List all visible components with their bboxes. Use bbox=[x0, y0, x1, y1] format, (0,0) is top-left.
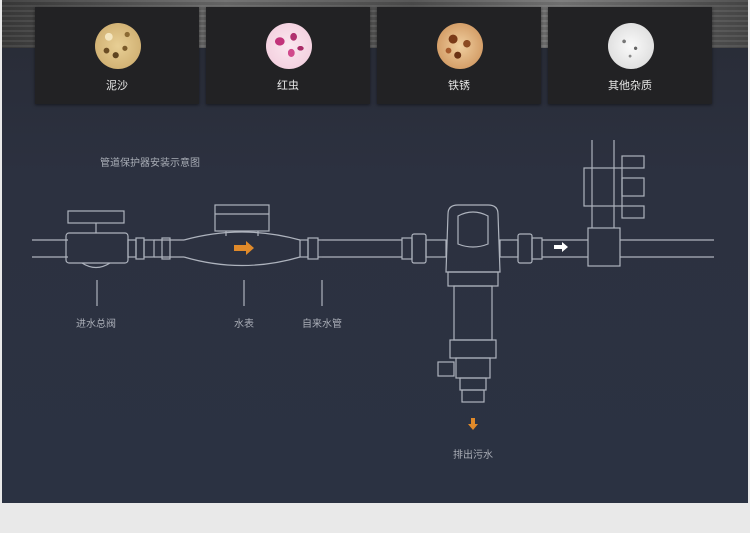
sand-sample-icon bbox=[95, 23, 141, 69]
label-water-meter: 水表 bbox=[234, 319, 254, 330]
pipe-protector-filter-icon bbox=[401, 204, 543, 403]
pipe-install-diagram bbox=[32, 140, 714, 430]
impurity-label-rust: 铁锈 bbox=[448, 79, 470, 92]
red-worm-sample-icon bbox=[266, 23, 312, 69]
impurity-label-red-worm: 红虫 bbox=[277, 79, 299, 92]
impurity-card-rust: 铁锈 bbox=[377, 7, 541, 104]
rust-sample-icon bbox=[437, 23, 483, 69]
impurity-label-sand: 泥沙 bbox=[106, 79, 128, 92]
tap-water-pipe bbox=[322, 239, 402, 258]
inlet-pipe bbox=[32, 239, 68, 258]
other-impurities-sample-icon bbox=[608, 23, 654, 69]
label-drain: 排出污水 bbox=[453, 450, 493, 461]
main-valve-icon bbox=[65, 210, 155, 269]
impurity-card-sand: 泥沙 bbox=[35, 7, 199, 104]
water-meter-icon bbox=[154, 204, 322, 267]
label-tap-pipe: 自来水管 bbox=[302, 319, 342, 330]
drain-arrow-icon bbox=[468, 418, 478, 430]
flow-arrow-orange-icon bbox=[234, 241, 254, 255]
impurity-label-other: 其他杂质 bbox=[608, 79, 652, 92]
impurity-card-red-worm: 红虫 bbox=[206, 7, 370, 104]
outlet-pipe-tee bbox=[542, 140, 714, 267]
diagram-title: 管道保护器安装示意图 bbox=[100, 158, 200, 169]
label-main-valve: 进水总阀 bbox=[76, 319, 116, 330]
impurity-card-other: 其他杂质 bbox=[548, 7, 712, 104]
install-diagram-panel: 泥沙 红虫 铁锈 其他杂质 bbox=[2, 0, 748, 503]
flow-arrow-white-icon bbox=[554, 242, 568, 252]
